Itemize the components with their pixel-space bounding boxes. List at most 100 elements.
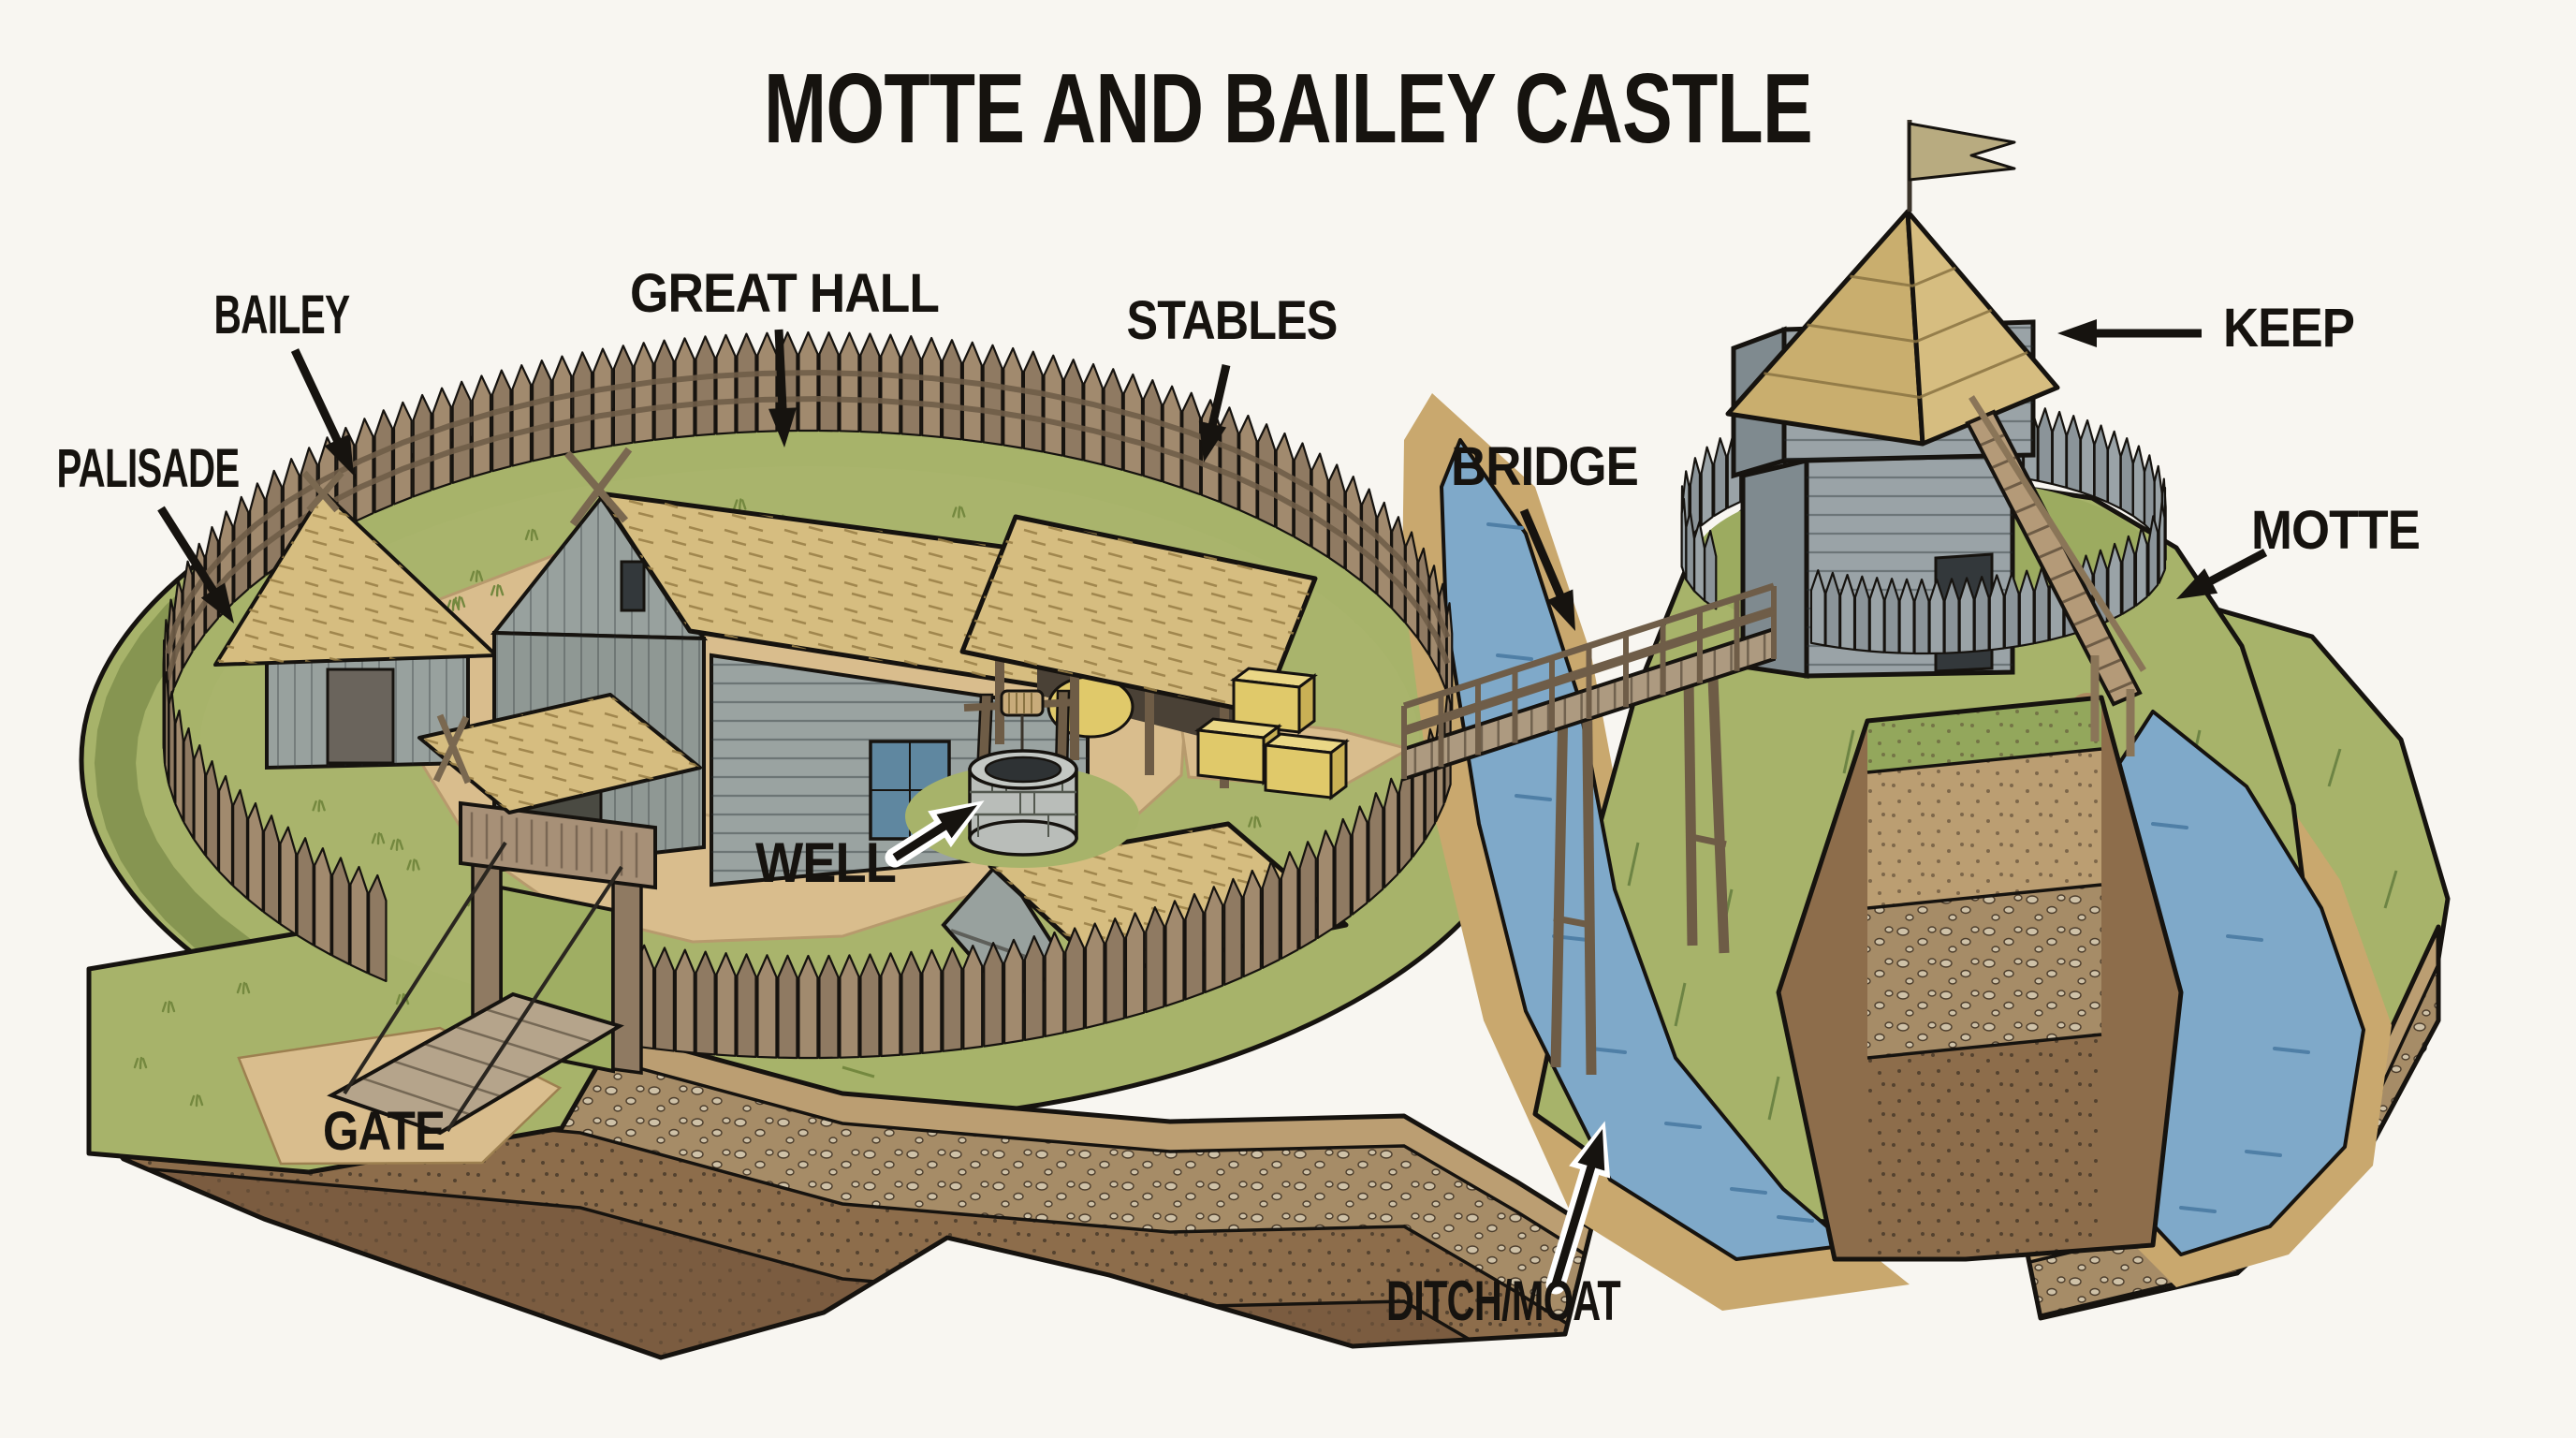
polygon-shape [900, 950, 922, 1056]
polygon-shape [768, 407, 797, 448]
arrow-stables [1198, 363, 1231, 462]
polygon-shape [2093, 424, 2109, 504]
polygon-shape [1868, 577, 1885, 653]
polygon-shape [572, 351, 593, 454]
line-shape [1553, 915, 1594, 929]
polygon-shape [200, 582, 234, 624]
polyline-shape [164, 396, 1451, 681]
polygon-shape [1988, 574, 2005, 652]
polygon-shape [1383, 777, 1399, 889]
polygon-shape [1103, 368, 1124, 471]
line-shape [2107, 680, 2135, 695]
polygon-shape [592, 347, 613, 450]
line-shape [2095, 657, 2123, 672]
arrow-great-hall [768, 329, 797, 448]
polygon-shape [355, 418, 374, 522]
diagram-title: MOTTE AND BAILEY CASTLE [764, 53, 1812, 164]
polygon-shape [1351, 805, 1368, 916]
polygon-shape [1145, 906, 1165, 1014]
line-shape [2084, 635, 2112, 650]
polygon-shape [1181, 391, 1202, 496]
polygon-shape [1376, 501, 1393, 609]
polygon-shape [982, 344, 1003, 447]
polygon-shape [232, 788, 249, 900]
polygon-shape [880, 333, 901, 435]
polygon-shape [736, 332, 757, 434]
polygon-shape [1883, 578, 1900, 654]
polygon-shape [695, 335, 716, 437]
polygon-shape [839, 331, 860, 433]
polygon-shape [962, 517, 1315, 713]
polygon-shape [262, 814, 281, 925]
label-ditch-moat: DITCH/MOAT [1386, 1269, 1620, 1332]
polygon-shape [1003, 346, 1024, 449]
polygon-shape [715, 952, 737, 1057]
polygon-shape [86, 976, 1594, 1360]
polygon-shape [921, 336, 943, 439]
polygon-shape [1142, 379, 1163, 483]
line-shape [1674, 982, 1687, 1027]
line-shape [1767, 1076, 1780, 1121]
line-shape [1550, 718, 1569, 1068]
polygon-shape [162, 651, 167, 765]
arrow-keep [2057, 319, 2202, 347]
polygon-shape [1316, 829, 1335, 940]
polygon-shape [1703, 529, 1718, 610]
polygon-shape [941, 339, 963, 441]
polygon-shape [327, 991, 624, 1136]
line-shape [2151, 822, 2188, 829]
polygon-shape [1280, 851, 1299, 961]
polygon-shape [1327, 463, 1346, 570]
polygon-shape [1293, 442, 1312, 548]
polygon-shape [1044, 931, 1065, 1038]
polygon-shape [1344, 476, 1362, 582]
polygon-shape [1164, 900, 1185, 1007]
polygon-shape [215, 492, 496, 665]
polygon-shape [1162, 385, 1182, 489]
polygon-shape [1973, 576, 1990, 653]
polygon-shape [1368, 792, 1384, 902]
polygon-shape [1776, 695, 2184, 1262]
polygon-shape [1867, 1034, 2101, 1259]
g-shape [1866, 697, 2102, 1259]
line-shape [892, 820, 950, 861]
polygon-shape [2003, 572, 2020, 650]
polygon-shape [798, 954, 819, 1060]
line-shape [1582, 718, 1597, 1076]
polygon-shape [511, 364, 533, 467]
ellipse-shape [984, 756, 1062, 784]
line-shape [1208, 363, 1231, 429]
polygon-shape [1685, 510, 1696, 593]
polygon-shape [2106, 430, 2122, 510]
polygon-shape [233, 495, 250, 603]
polygon-shape [451, 380, 472, 484]
polyline-shape [1402, 582, 1776, 710]
bridge-group [1401, 582, 1777, 1076]
polygon-shape [1417, 547, 1430, 656]
polygon-shape [183, 726, 195, 840]
line-shape [361, 1077, 472, 1116]
path-shape [161, 1000, 176, 1014]
polygon-shape [961, 341, 983, 444]
line-shape [2048, 567, 2076, 582]
polygon-shape [471, 374, 492, 478]
line-shape [2327, 748, 2342, 787]
polygon-shape [1124, 912, 1146, 1020]
polygon-shape [1023, 935, 1045, 1041]
polygon-shape [248, 482, 266, 589]
polygon-shape [1238, 414, 1258, 520]
polygon-shape [2147, 515, 2159, 597]
polygon-shape [1546, 589, 1575, 631]
polygon-shape [373, 409, 394, 514]
polygon-shape [1261, 860, 1281, 969]
path-shape [451, 595, 466, 609]
polygon-shape [2121, 535, 2136, 615]
polygon-shape [1310, 452, 1329, 559]
path-shape [733, 498, 747, 511]
polygon-shape [247, 801, 264, 913]
label-palisade: PALISADE [57, 438, 240, 499]
polygon-shape [494, 498, 704, 638]
line-shape [1683, 677, 1698, 946]
line-shape [1496, 653, 1533, 661]
